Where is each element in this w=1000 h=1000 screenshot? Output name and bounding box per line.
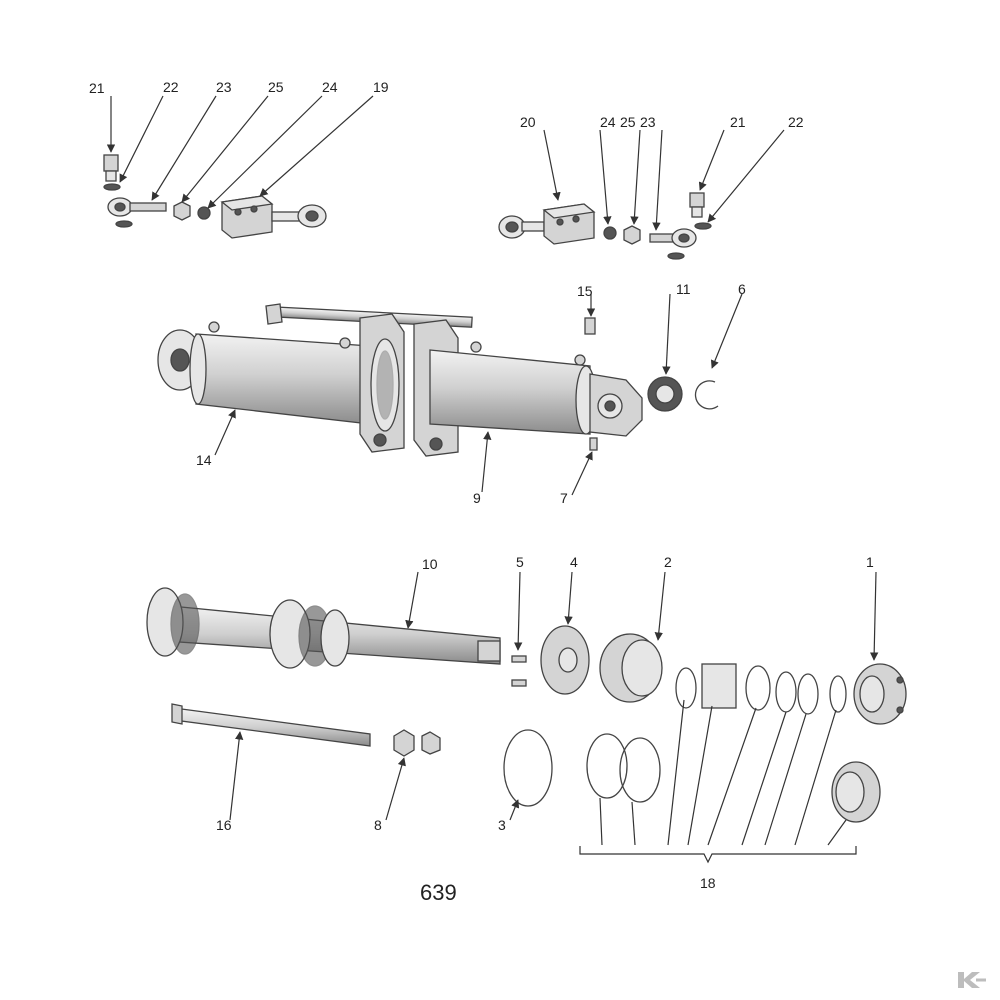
callout-2: 2 (664, 554, 672, 570)
callout-21-left: 21 (89, 80, 105, 96)
callout-10: 10 (422, 556, 438, 572)
check-ball-part-right (603, 226, 617, 240)
callout-25-left: 25 (268, 79, 284, 95)
callout-16: 16 (216, 817, 232, 833)
washer-lower-part (115, 220, 133, 228)
banjo-fitting-part (107, 197, 167, 217)
callout-22-left: 22 (163, 79, 179, 95)
washer-part (103, 183, 121, 191)
exploded-rod-group: 10 5 4 2 1 16 8 3 18 (146, 554, 907, 891)
washer-part-right-lower (667, 252, 685, 260)
callout-23-right: 23 (640, 114, 656, 130)
callout-7: 7 (560, 490, 568, 506)
banjo-bolt-part (103, 154, 119, 182)
valve-block-part (220, 195, 327, 239)
callout-25-right: 25 (620, 114, 636, 130)
figure-number: 639 (420, 880, 457, 905)
callout-21-right: 21 (730, 114, 746, 130)
brand-logo (952, 968, 992, 992)
nut-part-8 (393, 729, 415, 757)
nut-part-right (623, 225, 641, 245)
banjo-fitting-part-right (649, 228, 697, 248)
callout-20: 20 (520, 114, 536, 130)
cylinder-assembly: 15 11 6 14 9 7 (157, 281, 746, 506)
fitting-group-right: 20 24 25 23 21 22 (498, 114, 804, 260)
grease-nipple-part (584, 317, 596, 335)
screw-part (511, 655, 527, 663)
callout-23-left: 23 (216, 79, 232, 95)
fitting-group-left: 21 22 23 25 24 19 (89, 79, 389, 239)
washer-part-right (694, 222, 712, 230)
callout-11: 11 (676, 281, 691, 297)
callout-18: 18 (700, 875, 716, 891)
banjo-bolt-part-right (689, 192, 705, 218)
tie-rod-part (173, 707, 371, 747)
callout-9: 9 (473, 490, 481, 506)
callout-3: 3 (498, 817, 506, 833)
callout-6: 6 (738, 281, 746, 297)
circlip-part (694, 380, 719, 410)
callout-5: 5 (516, 554, 524, 570)
check-ball-part (197, 206, 211, 220)
callout-22-right: 22 (788, 114, 804, 130)
callout-8: 8 (374, 817, 382, 833)
callout-15: 15 (577, 283, 593, 299)
grease-nipple-lower-part (589, 437, 598, 451)
callout-14: 14 (196, 452, 212, 468)
callout-4: 4 (570, 554, 578, 570)
nut-part (173, 201, 191, 221)
valve-block-part-right (498, 203, 596, 245)
screw-part-2 (511, 679, 527, 687)
callout-1: 1 (866, 554, 874, 570)
callout-19: 19 (373, 79, 389, 95)
nut-part-8b (421, 731, 441, 755)
callout-24-right: 24 (600, 114, 616, 130)
o-ring-part (503, 729, 553, 807)
callout-24-left: 24 (322, 79, 338, 95)
